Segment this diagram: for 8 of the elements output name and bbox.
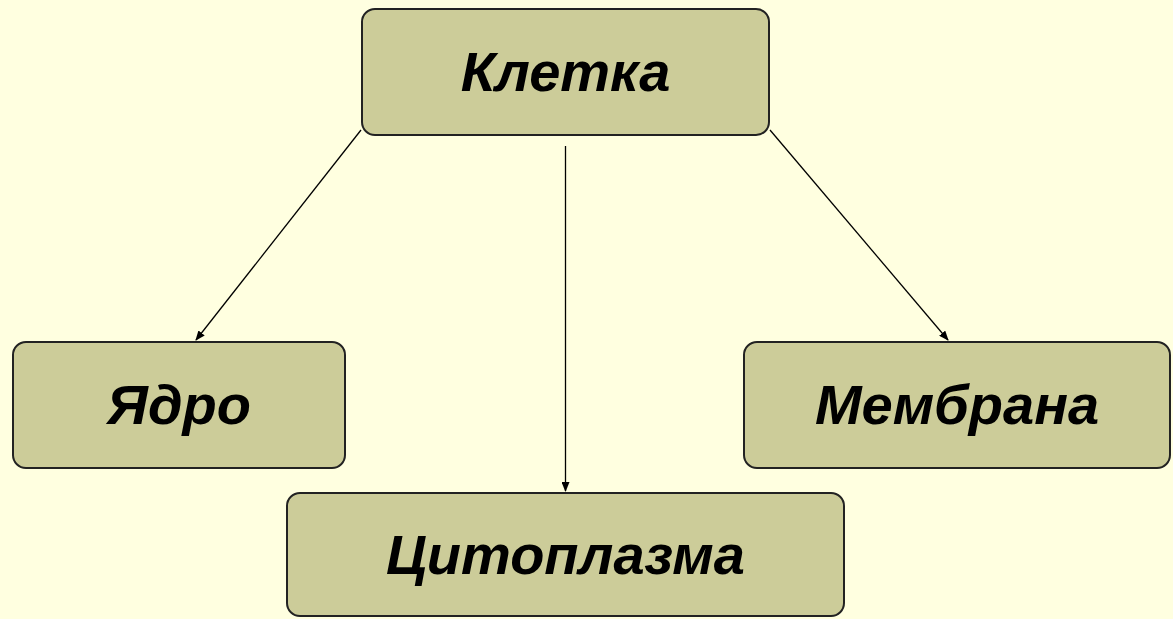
concept-box: [743, 341, 1171, 469]
arrow: [561, 145, 570, 492]
arrow: [769, 129, 949, 341]
concept-box: [12, 341, 346, 469]
concept-box: [286, 492, 845, 617]
node-label: Клетка: [460, 44, 671, 100]
concept-box: [361, 8, 770, 136]
arrow: [195, 129, 362, 341]
